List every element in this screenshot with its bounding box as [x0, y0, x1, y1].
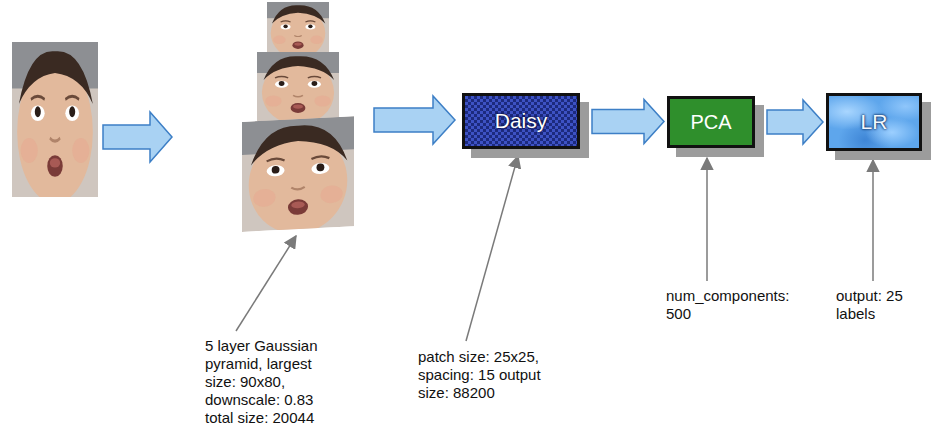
- annotation-note: 5 layer Gaussian pyramid, largest size: …: [205, 337, 333, 427]
- flow-arrow: [767, 100, 823, 144]
- pyramid-layer: [257, 52, 339, 125]
- flow-arrow: [374, 96, 455, 144]
- box-title: LR: [861, 110, 888, 134]
- pyramid-layer: [267, 2, 329, 58]
- pyramid-layer: [242, 116, 354, 236]
- annotation-note: num_components: 500: [666, 287, 791, 323]
- pca-box: PCA: [667, 96, 755, 148]
- face-photo: [12, 42, 98, 203]
- leader-line: [466, 156, 518, 341]
- leader-line: [872, 160, 874, 281]
- daisy-box: Daisy: [462, 93, 580, 149]
- annotation-note: output: 25 labels: [836, 287, 924, 323]
- leader-line: [236, 236, 296, 331]
- flow-arrow: [103, 112, 172, 162]
- annotation-note: patch size: 25x25, spacing: 15 output si…: [418, 348, 550, 402]
- gaussian-pyramid: [242, 2, 354, 236]
- box-title: PCA: [690, 111, 731, 134]
- box-title: Daisy: [495, 109, 548, 133]
- lr-box: LR: [826, 93, 922, 151]
- leader-line: [706, 158, 708, 281]
- flow-arrow: [592, 100, 664, 144]
